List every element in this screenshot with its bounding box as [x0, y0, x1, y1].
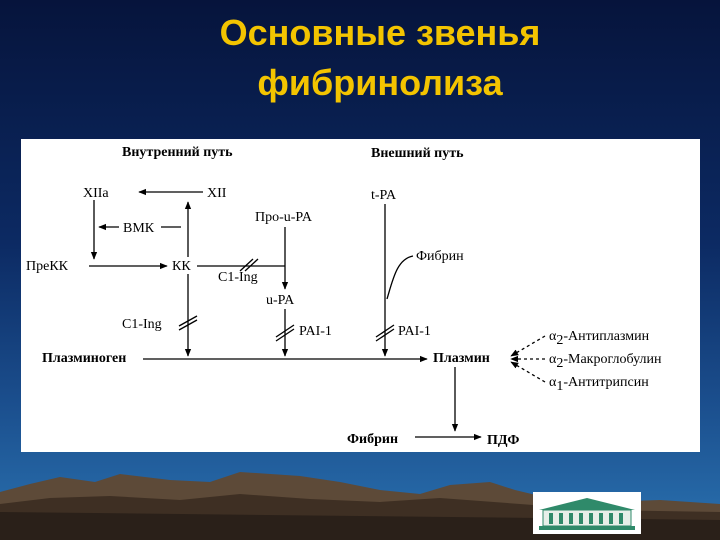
- node-xii: XII: [207, 186, 227, 201]
- diagram-canvas: Внутренний путь Внешний путь XIIa XII ВМ…: [26, 145, 662, 448]
- node-plasminogen: Плазминоген: [42, 351, 126, 366]
- inhibitor-alpha2-antiplasmin: α2-Антиплазмин: [549, 329, 650, 348]
- arrow-antiplasmin: [510, 335, 546, 357]
- node-c1-ing-top: C1-Ing: [218, 270, 258, 285]
- diagram-arrows: [89, 188, 546, 441]
- fibrinolysis-diagram: Внутренний путь Внешний путь XIIa XII ВМ…: [21, 139, 700, 452]
- slide-title-line-1: Основные звенья: [219, 12, 541, 53]
- slash-pai1-left-1: [275, 324, 295, 338]
- extrinsic-pathway-header: Внешний путь: [371, 146, 464, 161]
- node-kk: КК: [172, 259, 191, 274]
- slash-pai1-left-2: [275, 328, 295, 342]
- node-xiia: XIIa: [83, 186, 109, 201]
- node-u-pa: u-PA: [266, 293, 295, 308]
- node-pai1-right: PAI-1: [398, 324, 431, 339]
- slash-c1-ing-top-2: [244, 258, 259, 272]
- node-c1-ing-left: C1-Ing: [122, 317, 162, 332]
- slash-c1-ing-top-1: [239, 258, 254, 272]
- node-prekk: ПреКК: [26, 259, 69, 274]
- slash-pai1-right-2: [375, 328, 395, 342]
- building-logo: [533, 492, 641, 534]
- slash-pai1-right-1: [375, 324, 395, 338]
- node-fibrin-side: Фибрин: [416, 249, 464, 264]
- arrow-antitrypsin: [510, 361, 546, 383]
- slash-c1-ing-left-1: [178, 315, 198, 327]
- intrinsic-pathway-header: Внутренний путь: [122, 145, 233, 160]
- slide-title-line-2: фибринолиза: [257, 62, 503, 103]
- node-pdf: ПДФ: [487, 433, 519, 448]
- inhibitor-alpha2-macroglobulin: α2-Макроглобулин: [549, 352, 662, 371]
- node-pai1-left: PAI-1: [299, 324, 332, 339]
- node-plasmin: Плазмин: [433, 351, 490, 366]
- node-t-pa: t-PA: [371, 188, 397, 203]
- node-fibrin-bottom: Фибрин: [347, 432, 398, 447]
- inhibitor-list: α2-Антиплазмин α2-Макроглобулин α1-Антит…: [549, 329, 662, 394]
- line-fibrin-to-tpa: [386, 255, 414, 300]
- slash-c1-ing-left-2: [178, 319, 198, 331]
- node-pro-u-pa: Про-u-PA: [255, 210, 313, 225]
- inhibitor-alpha1-antitrypsin: α1-Антитрипсин: [549, 375, 649, 394]
- node-vmk: ВМК: [123, 221, 155, 236]
